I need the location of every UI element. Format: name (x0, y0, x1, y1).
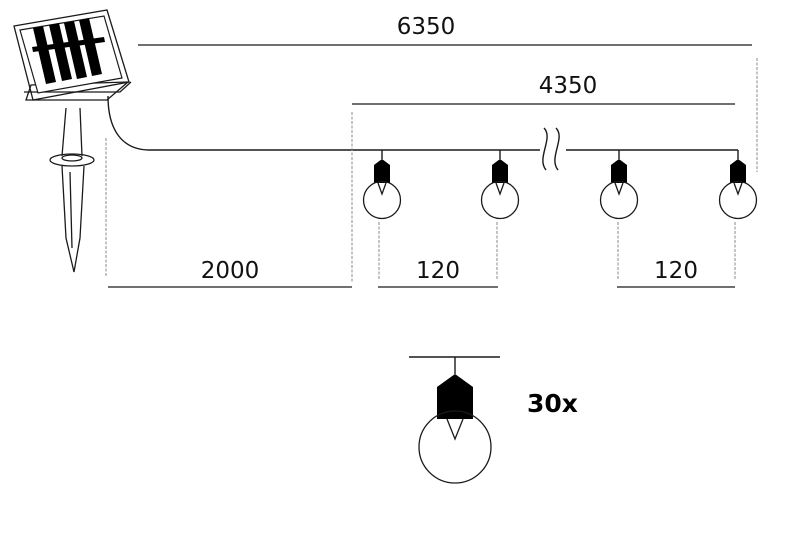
dimension-label-lead: 2000 (201, 258, 260, 284)
dimension-label-spacing-left: 120 (416, 258, 460, 284)
ground-stake-icon (49, 107, 95, 273)
bulb-detail (409, 356, 500, 484)
dimension-label-spacing-right: 120 (654, 258, 698, 284)
extension-lines (105, 58, 758, 282)
dimension-label-total: 6350 (397, 14, 456, 40)
lead-wire (107, 95, 540, 151)
bulb-quantity-label: 30x (527, 389, 578, 418)
dimension-label-lit: 4350 (539, 73, 598, 99)
bulb-icon (480, 150, 520, 220)
solar-panel-icon (13, 9, 132, 101)
wire-break-icon (542, 127, 560, 171)
bulb-icon (362, 150, 402, 220)
bulb-icon (418, 357, 492, 484)
bulb-icon (599, 150, 639, 220)
bulb-icon (718, 150, 758, 220)
